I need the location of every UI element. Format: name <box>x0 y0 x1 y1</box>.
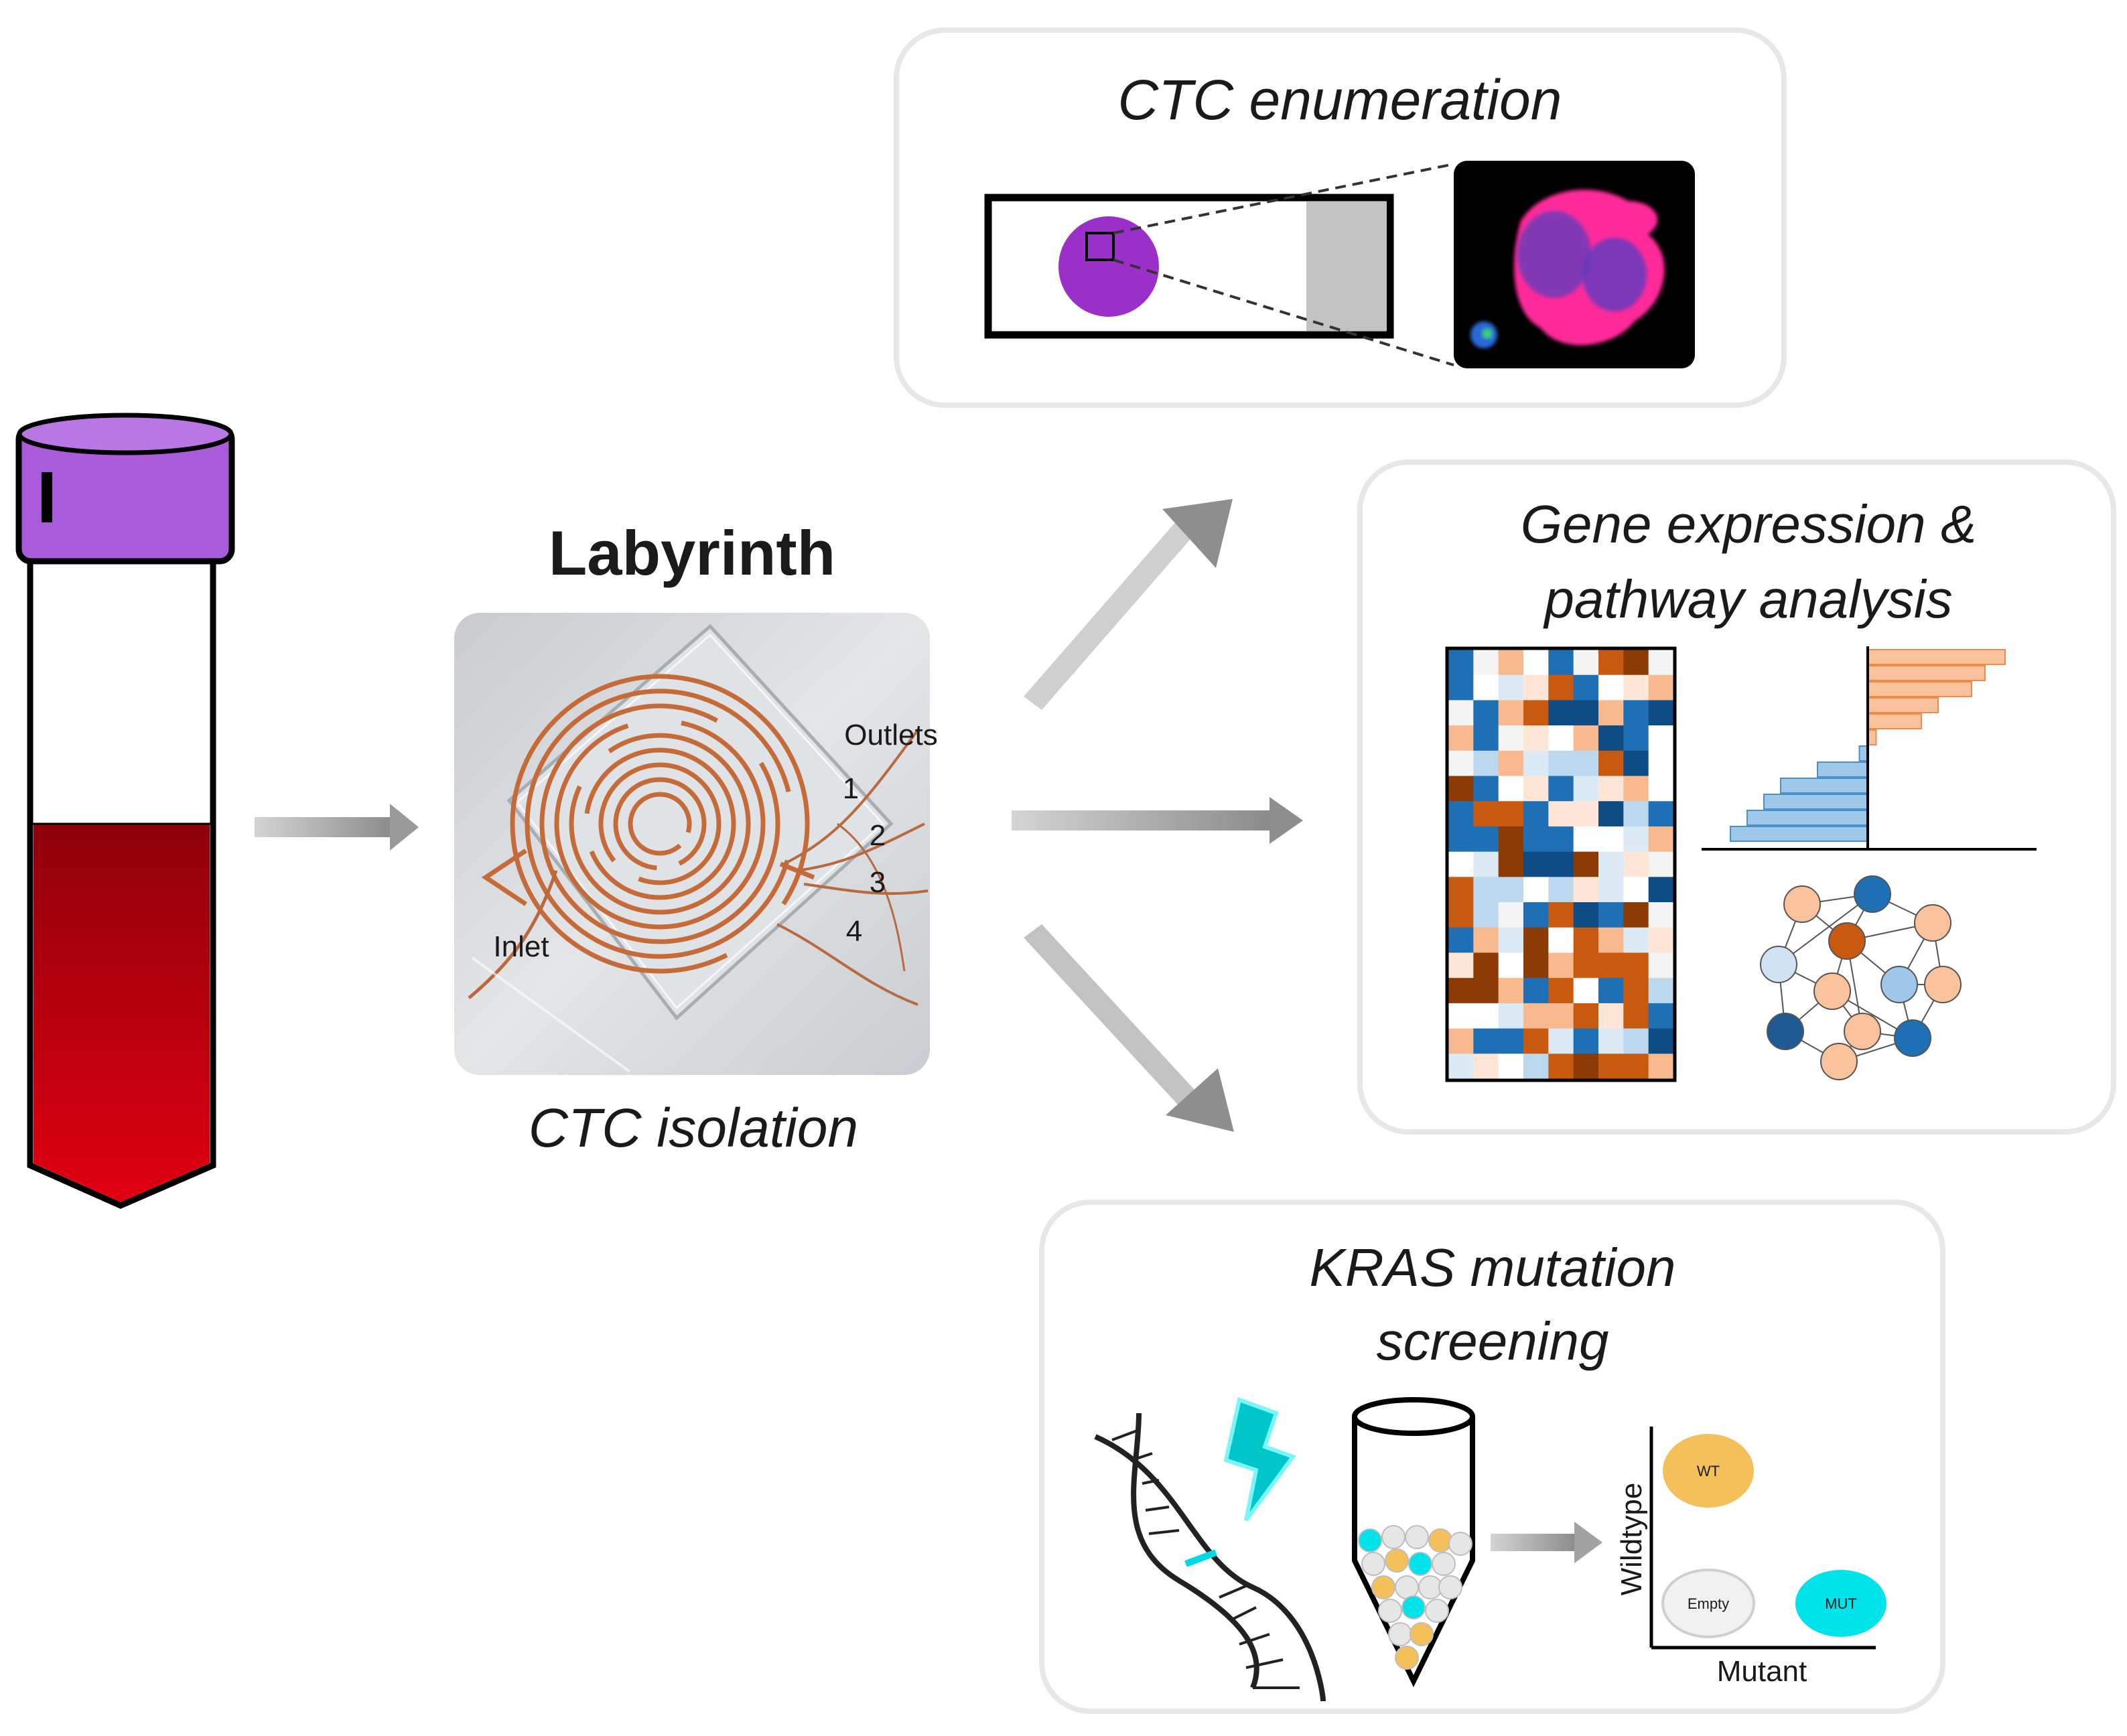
pathway-bar <box>1867 649 2006 665</box>
network-node <box>1914 904 1951 942</box>
labyrinth-device: Labyrinth Outlets 1 2 3 4 Inlet CTC isol… <box>454 518 938 1159</box>
droplet-tube-icon <box>1352 1397 1475 1688</box>
gene-expression-title-line2: pathway analysis <box>1543 569 1952 629</box>
pathway-bar <box>1763 794 1868 810</box>
network-node <box>1820 1043 1858 1080</box>
network-node <box>1880 966 1918 1003</box>
mut-cluster-label: MUT <box>1825 1595 1857 1612</box>
blood-fill <box>33 824 210 1202</box>
pathway-bar <box>1867 665 1986 681</box>
pathway-bar-chart <box>1702 646 2037 851</box>
arrow-to-kras <box>1024 924 1234 1132</box>
pathway-bar <box>1817 762 1868 778</box>
arrow-tube-to-device <box>255 804 419 851</box>
kras-panel: KRAS mutation screening Mutant Wil <box>1039 1200 1945 1714</box>
pathway-bar <box>1867 713 1922 729</box>
branch-arrows <box>1012 499 1303 1132</box>
mut-cluster <box>1795 1570 1886 1637</box>
wt-cluster-label: WT <box>1697 1463 1720 1479</box>
outlet-4-label: 4 <box>846 915 862 948</box>
device-photo: Outlets 1 2 3 4 Inlet <box>454 613 938 1075</box>
device-title: Labyrinth <box>549 518 835 588</box>
pathway-bar <box>1867 697 1939 713</box>
enumeration-panel: CTC enumeration <box>894 27 1787 408</box>
arrow-to-enumeration <box>1024 499 1233 710</box>
network-node <box>1760 946 1797 983</box>
outlet-3-label: 3 <box>870 866 886 899</box>
device-caption: CTC isolation <box>529 1098 858 1159</box>
outlets-label: Outlets <box>844 719 937 751</box>
pathway-bar <box>1730 826 1868 842</box>
lightning-icon <box>1223 1397 1296 1522</box>
dna-helix-icon <box>1094 1397 1326 1702</box>
kras-title-line1: KRAS mutation <box>1310 1238 1676 1297</box>
network-node <box>1813 972 1851 1010</box>
network-node <box>1854 875 1891 913</box>
empty-cluster-label: Empty <box>1688 1595 1729 1612</box>
blood-collection-tube <box>15 413 235 1209</box>
gene-expression-panel: Gene expression & pathway analysis <box>1357 459 2116 1135</box>
cell-spot <box>1058 216 1159 317</box>
plot-x-axis-label: Mutant <box>1717 1655 1807 1688</box>
network-node <box>1767 1013 1804 1050</box>
inlet-label: Inlet <box>493 930 549 963</box>
pathway-bar <box>1867 681 1972 697</box>
gene-network <box>1760 875 1962 1080</box>
outlet-2-label: 2 <box>870 819 886 852</box>
network-node <box>1783 885 1821 923</box>
microscope-slide <box>984 163 1454 366</box>
outlet-1-label: 1 <box>843 772 859 805</box>
enumeration-title: CTC enumeration <box>1118 68 1562 131</box>
fluorescence-micrograph <box>1454 161 1695 368</box>
gene-expression-title-line1: Gene expression & <box>1521 494 1976 554</box>
arrow-tube-to-plot <box>1491 1522 1602 1563</box>
empty-cluster <box>1661 1569 1755 1638</box>
ddpcr-cluster-plot: Mutant Wildtype WT Empty MUT <box>1615 1427 1886 1688</box>
network-node <box>1894 1019 1931 1057</box>
network-node <box>1844 1013 1881 1050</box>
network-node <box>1924 966 1962 1003</box>
plot-y-axis-label: Wildtype <box>1615 1483 1648 1596</box>
arrow-to-gene-expression <box>1012 797 1303 844</box>
zoom-box <box>1085 232 1115 261</box>
kras-title-line2: screening <box>1377 1311 1609 1371</box>
network-node <box>1828 922 1866 960</box>
pathway-bar <box>1780 778 1868 794</box>
wt-cluster <box>1663 1434 1754 1508</box>
pathway-bar <box>1746 810 1868 826</box>
expression-heatmap <box>1448 650 1674 1080</box>
